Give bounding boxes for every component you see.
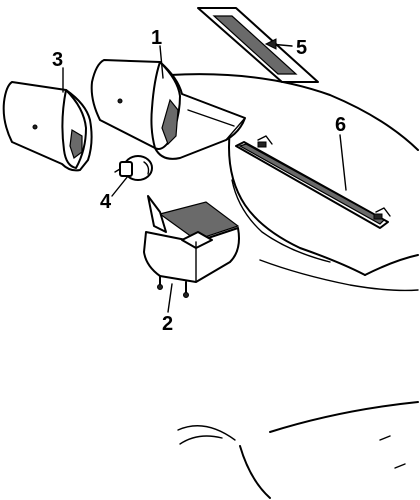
part-6-light-bar [235,135,391,229]
callout-1: 1 [151,27,162,49]
callout-4: 4 [100,191,112,213]
callout-2: 2 [162,313,173,335]
part-3-lamp-lens [2,81,93,172]
lower-fender-outline [177,401,419,499]
callout-3: 3 [52,49,63,71]
vehicle-body-outline [169,73,419,292]
leader-lines [62,38,347,313]
callout-5: 5 [296,37,307,59]
part-1-lamp-housing [90,59,246,160]
part-4-bulb [114,155,153,181]
part-5-emblem [197,7,319,83]
part-2-socket-bracket [143,195,240,298]
callout-6: 6 [335,114,346,136]
